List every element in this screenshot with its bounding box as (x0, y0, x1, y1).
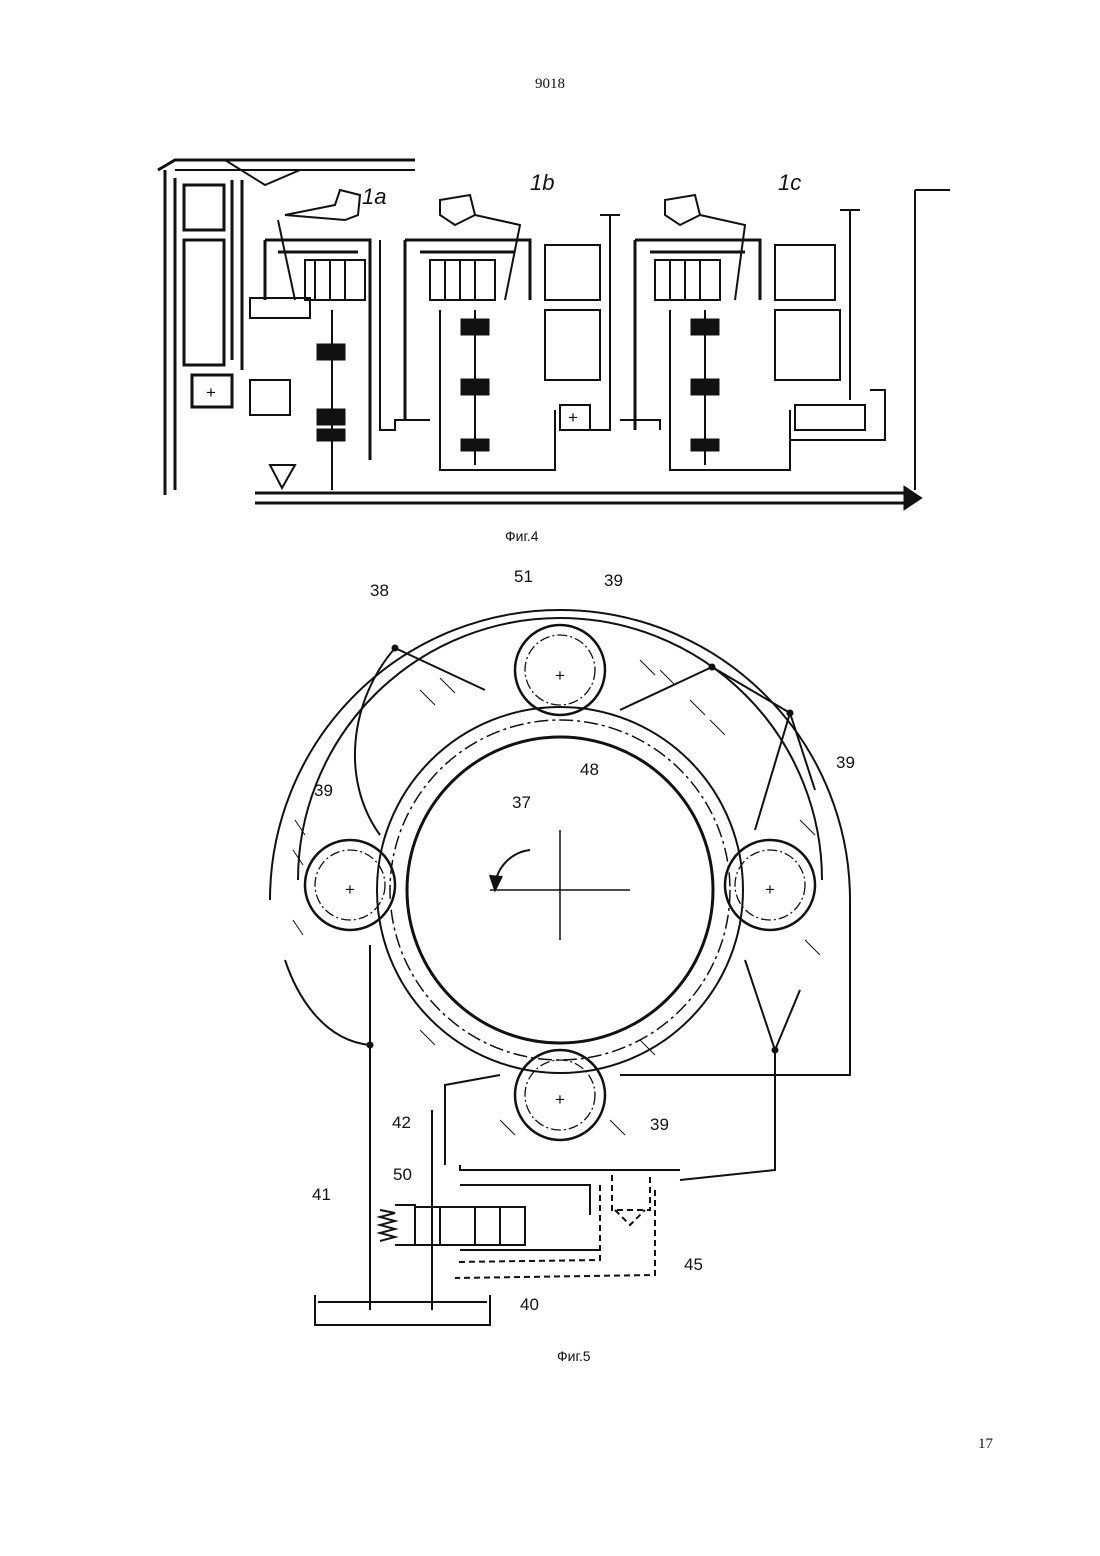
fig4-schematic (158, 160, 950, 508)
label-1b: 1b (530, 170, 554, 195)
page-number-bottom: 17 (978, 1436, 993, 1453)
label-39-top: 39 (604, 571, 623, 590)
label-41: 41 (312, 1185, 331, 1204)
plus-sign-mid: + (568, 408, 578, 427)
fig5-nodes (367, 645, 794, 1054)
label-42: 42 (392, 1113, 411, 1132)
label-40: 40 (520, 1295, 539, 1314)
label-51: 51 (514, 567, 533, 586)
label-38: 38 (370, 581, 389, 600)
fig4-caption: Фиг.4 (505, 528, 539, 544)
label-1c: 1c (778, 170, 801, 195)
label-48: 48 (580, 760, 599, 779)
fig5-caption: Фиг.5 (557, 1348, 591, 1364)
label-39-left: 39 (314, 781, 333, 800)
label-37: 37 (512, 793, 531, 812)
label-50: 50 (393, 1165, 412, 1184)
label-39-bottom: 39 (650, 1115, 669, 1134)
plus-right: + (765, 880, 775, 899)
label-45: 45 (684, 1255, 703, 1274)
plus-sign-left: + (206, 383, 216, 402)
plus-left: + (345, 880, 355, 899)
label-39-right: 39 (836, 753, 855, 772)
plus-top: + (555, 666, 565, 685)
fig5-labels: 38 51 39 48 39 39 37 42 39 50 41 45 40 +… (312, 567, 855, 1314)
fig5-schematic (270, 610, 850, 1325)
plus-bottom: + (555, 1090, 565, 1109)
label-1a: 1a (362, 184, 386, 209)
